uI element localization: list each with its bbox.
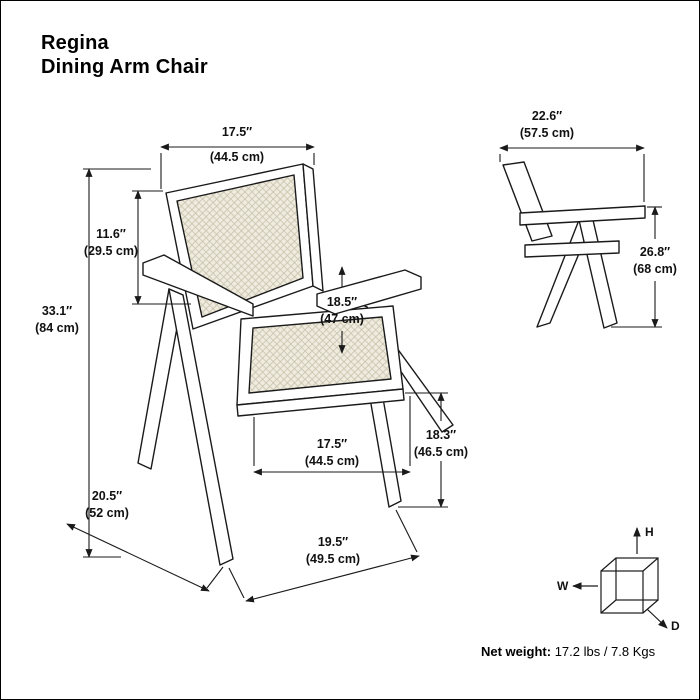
dim-floor-width-cm: (49.5 cm) [305,552,361,566]
dim-seat-width-cm: (44.5 cm) [304,454,360,468]
axis-label-h: H [645,525,654,539]
product-name: Regina [41,32,109,54]
axis-label-d: D [671,619,680,633]
dim-back-height-lines [132,190,191,305]
page-title: Regina Dining Arm Chair [41,31,208,79]
side-armrest [519,205,646,226]
dim-seat-depth-in: 18.5″ [326,295,358,309]
dim-seat-width-lines [253,396,411,476]
net-weight-label: Net weight: [481,644,552,659]
product-type: Dining Arm Chair [41,56,208,78]
side-front-leg [578,219,618,329]
dim-side-depth-in: 22.6″ [531,109,563,123]
dim-total-height-in: 33.1″ [41,304,73,318]
seat-front-edge [236,388,405,417]
left-front-leg [168,288,234,566]
dim-back-width-lines [160,143,315,189]
dim-seat-height-in: 18.3″ [425,428,457,442]
dim-floor-width-in: 19.5″ [317,535,349,549]
dim-side-depth-lines [499,144,645,202]
side-seat [524,240,620,258]
axis-label-w: W [557,579,569,593]
dim-arm-height-cm: (68 cm) [633,262,677,276]
right-armrest [316,269,422,315]
net-weight: Net weight: 17.2 lbs / 7.8 Kgs [481,644,655,659]
dim-back-width-cm: (44.5 cm) [209,150,265,164]
dim-back-width-in: 17.5″ [221,125,253,139]
cube-back-face [615,557,659,601]
depth-axis-arrow [646,608,668,629]
dim-seat-depth-cm: (47 cm) [320,312,364,326]
dim-total-height-cm: (84 cm) [35,321,79,335]
dim-back-height-cm: (29.5 cm) [83,244,139,258]
axis-cube-icon [572,527,668,629]
dim-back-height-in: 11.6″ [96,227,126,241]
chair-side-view [502,161,646,329]
backrest-side-edge [302,163,324,292]
dim-arm-height-lines [611,206,662,328]
dim-side-depth-cm: (57.5 cm) [519,126,575,140]
dim-seat-width-in: 17.5″ [316,437,348,451]
dimension-lines [66,143,662,603]
left-armrest [142,254,254,317]
dim-arm-height-in: 26.8″ [639,245,671,259]
dim-floor-depth-lines [66,523,224,592]
side-backrest [502,161,553,242]
dim-floor-depth-in: 20.5″ [91,489,123,503]
seat-cane [248,316,392,394]
cube-front-face [600,570,644,614]
net-weight-value: 17.2 lbs / 7.8 Kgs [554,644,656,659]
dim-seat-height-cm: (46.5 cm) [413,445,469,459]
dim-floor-width-lines [228,509,420,603]
chair-front-view [137,163,454,566]
dim-seat-height-lines [398,392,448,508]
dim-floor-depth-cm: (52 cm) [85,506,129,520]
